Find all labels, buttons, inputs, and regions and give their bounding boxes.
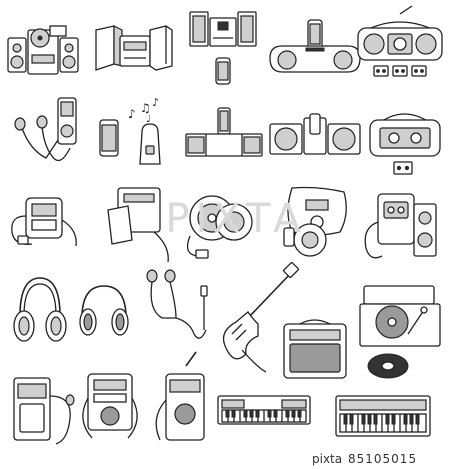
over-ear-headphones-icon xyxy=(13,277,67,342)
digital-audio-player-with-earbuds-icon xyxy=(14,97,77,162)
svg-text:♪: ♪ xyxy=(128,107,136,121)
wired-earphones-icon xyxy=(146,269,208,339)
svg-text:♩: ♩ xyxy=(146,114,151,125)
guitar-amplifier-icon xyxy=(283,319,347,379)
mini-component-stereo-icon xyxy=(7,25,79,75)
stock-credit-bar: pixta 85105015 xyxy=(0,452,450,469)
cd-radio-cassette-player-icon xyxy=(357,5,443,77)
smartphone-smart-speaker-icon: ♪ ♫ ♪ ♩ xyxy=(99,96,161,165)
handheld-radio-icon xyxy=(155,351,205,441)
speaker-dock-with-phone-icon xyxy=(269,19,361,73)
round-speaker-dock-icon xyxy=(269,113,361,155)
md-disc-icon xyxy=(107,187,169,263)
record-turntable-icon xyxy=(359,285,441,347)
svg-text:♫: ♫ xyxy=(140,101,151,115)
portable-cd-player-icon xyxy=(186,195,253,259)
stock-image-number: 85105015 xyxy=(348,452,418,466)
electric-guitar-icon xyxy=(222,261,300,373)
compact-stereo-with-phone-icon xyxy=(189,11,257,85)
vinyl-record-icon xyxy=(367,353,409,379)
pocket-radio-icon xyxy=(13,377,75,445)
portable-radio-icon xyxy=(82,373,138,439)
synthesizer-keyboard-icon xyxy=(335,395,431,437)
on-ear-headphones-icon xyxy=(79,285,129,336)
portable-cd-player-with-remote-icon xyxy=(283,186,347,257)
radio-cassette-player-icon xyxy=(369,113,441,175)
shelf-stereo-system-icon xyxy=(95,25,173,71)
svg-text:♪: ♪ xyxy=(152,96,159,109)
portable-cassette-player-icon xyxy=(364,193,437,259)
electronic-keyboard-icon xyxy=(217,395,311,425)
phone-dock-speaker-system-icon xyxy=(185,107,263,157)
stock-brand-mark: pixta xyxy=(312,452,343,466)
md-player-icon xyxy=(11,197,77,247)
